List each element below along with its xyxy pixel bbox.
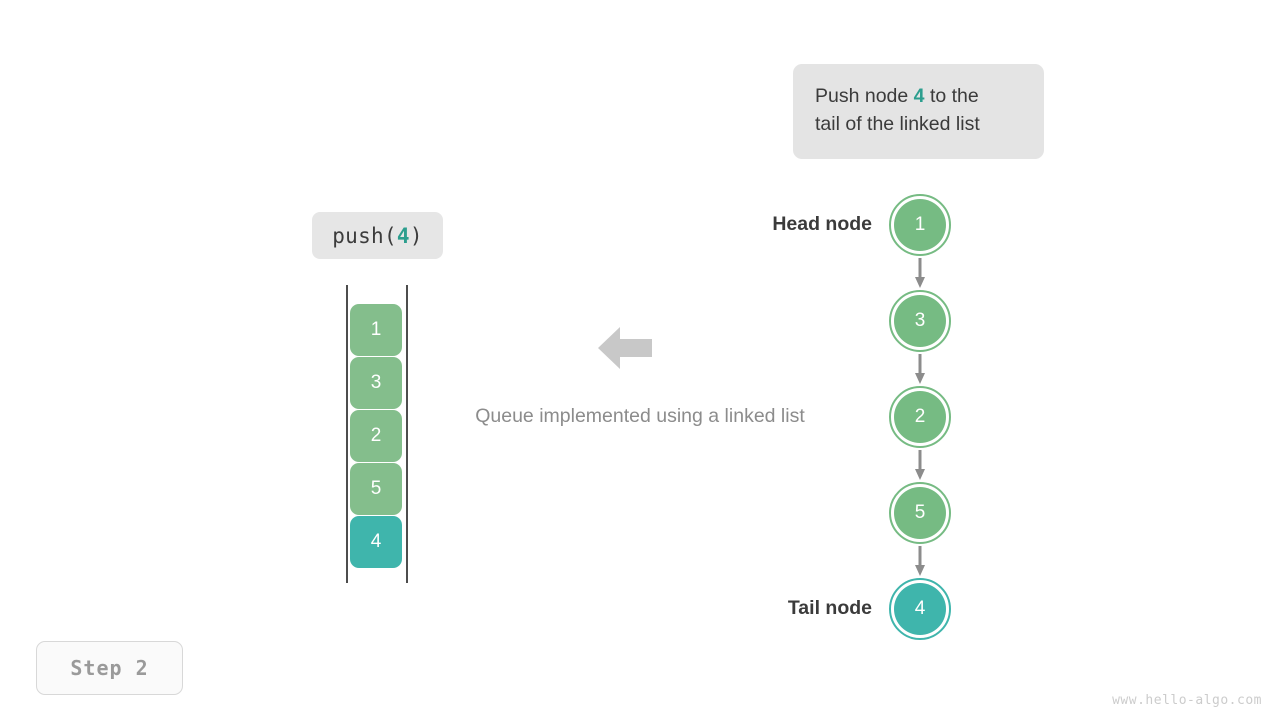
tail-node-label: Tail node bbox=[787, 597, 872, 619]
linked-list-node-ring bbox=[889, 386, 951, 448]
linked-list-node-disc: 5 bbox=[894, 487, 946, 539]
array-rail-left bbox=[346, 285, 348, 583]
linked-list-edge-arrow-icon bbox=[915, 354, 925, 384]
linked-list-node: 2 bbox=[889, 386, 951, 448]
linked-list-node-ring bbox=[889, 290, 951, 352]
array-cell-value: 3 bbox=[370, 372, 382, 393]
array-cell-value: 2 bbox=[370, 425, 382, 446]
operation-label-suffix: ) bbox=[409, 223, 423, 248]
callout-line-1-prefix: Push node bbox=[815, 85, 914, 107]
linked-list-node: 4 bbox=[889, 578, 951, 640]
array-cell: 3 bbox=[350, 357, 402, 409]
linked-list-node-disc: 1 bbox=[894, 199, 946, 251]
linked-list-node-value: 5 bbox=[914, 502, 926, 523]
linked-list-edge-arrow-icon bbox=[915, 450, 925, 480]
linked-list-node-ring bbox=[889, 578, 951, 640]
linked-list-node: 1 bbox=[889, 194, 951, 256]
array-cell-value: 4 bbox=[370, 531, 382, 552]
linked-list-node-value: 3 bbox=[914, 310, 926, 331]
linked-list-node-disc: 3 bbox=[894, 295, 946, 347]
callout-line-1: Push node 4 to the bbox=[815, 82, 1022, 110]
array-cell: 1 bbox=[350, 304, 402, 356]
callout-line-1-suffix: to the bbox=[924, 85, 979, 107]
callout-highlight-value: 4 bbox=[913, 85, 925, 107]
linked-list-node-value: 2 bbox=[914, 406, 926, 427]
array-cell: 2 bbox=[350, 410, 402, 462]
watermark: www.hello-algo.com bbox=[1112, 693, 1262, 708]
linked-list-node: 5 bbox=[889, 482, 951, 544]
linked-list-node-value: 4 bbox=[914, 598, 926, 619]
linked-list-node-ring bbox=[889, 194, 951, 256]
array-cell-list: 1 3 2 5 4 bbox=[350, 304, 402, 569]
head-node-label: Head node bbox=[772, 213, 872, 235]
linked-list-edge-arrow-icon bbox=[915, 546, 925, 576]
diagram-caption: Queue implemented using a linked list bbox=[475, 405, 805, 427]
array-rail-right bbox=[406, 285, 408, 583]
linked-list-node-value: 1 bbox=[914, 214, 926, 235]
callout-tooltip: Push node 4 to the tail of the linked li… bbox=[793, 64, 1044, 159]
array-cell-value: 1 bbox=[370, 319, 382, 340]
array-cell: 4 bbox=[350, 516, 402, 568]
linked-list-node-ring bbox=[889, 482, 951, 544]
linked-list-node-disc: 2 bbox=[894, 391, 946, 443]
operation-label-prefix: push( bbox=[332, 223, 397, 248]
array-cell: 5 bbox=[350, 463, 402, 515]
queue-array-view: 1 3 2 5 4 bbox=[346, 285, 408, 583]
arrow-left-icon bbox=[596, 319, 654, 377]
linked-list-node-disc: 4 bbox=[894, 583, 946, 635]
linked-list-edge-arrow-icon bbox=[915, 258, 925, 288]
callout-line-2: tail of the linked list bbox=[815, 113, 980, 135]
operation-label-argument: 4 bbox=[396, 223, 410, 248]
array-cell-value: 5 bbox=[370, 478, 382, 499]
operation-label: push(4) bbox=[312, 212, 443, 259]
step-badge: Step 2 bbox=[36, 641, 183, 695]
linked-list-node: 3 bbox=[889, 290, 951, 352]
